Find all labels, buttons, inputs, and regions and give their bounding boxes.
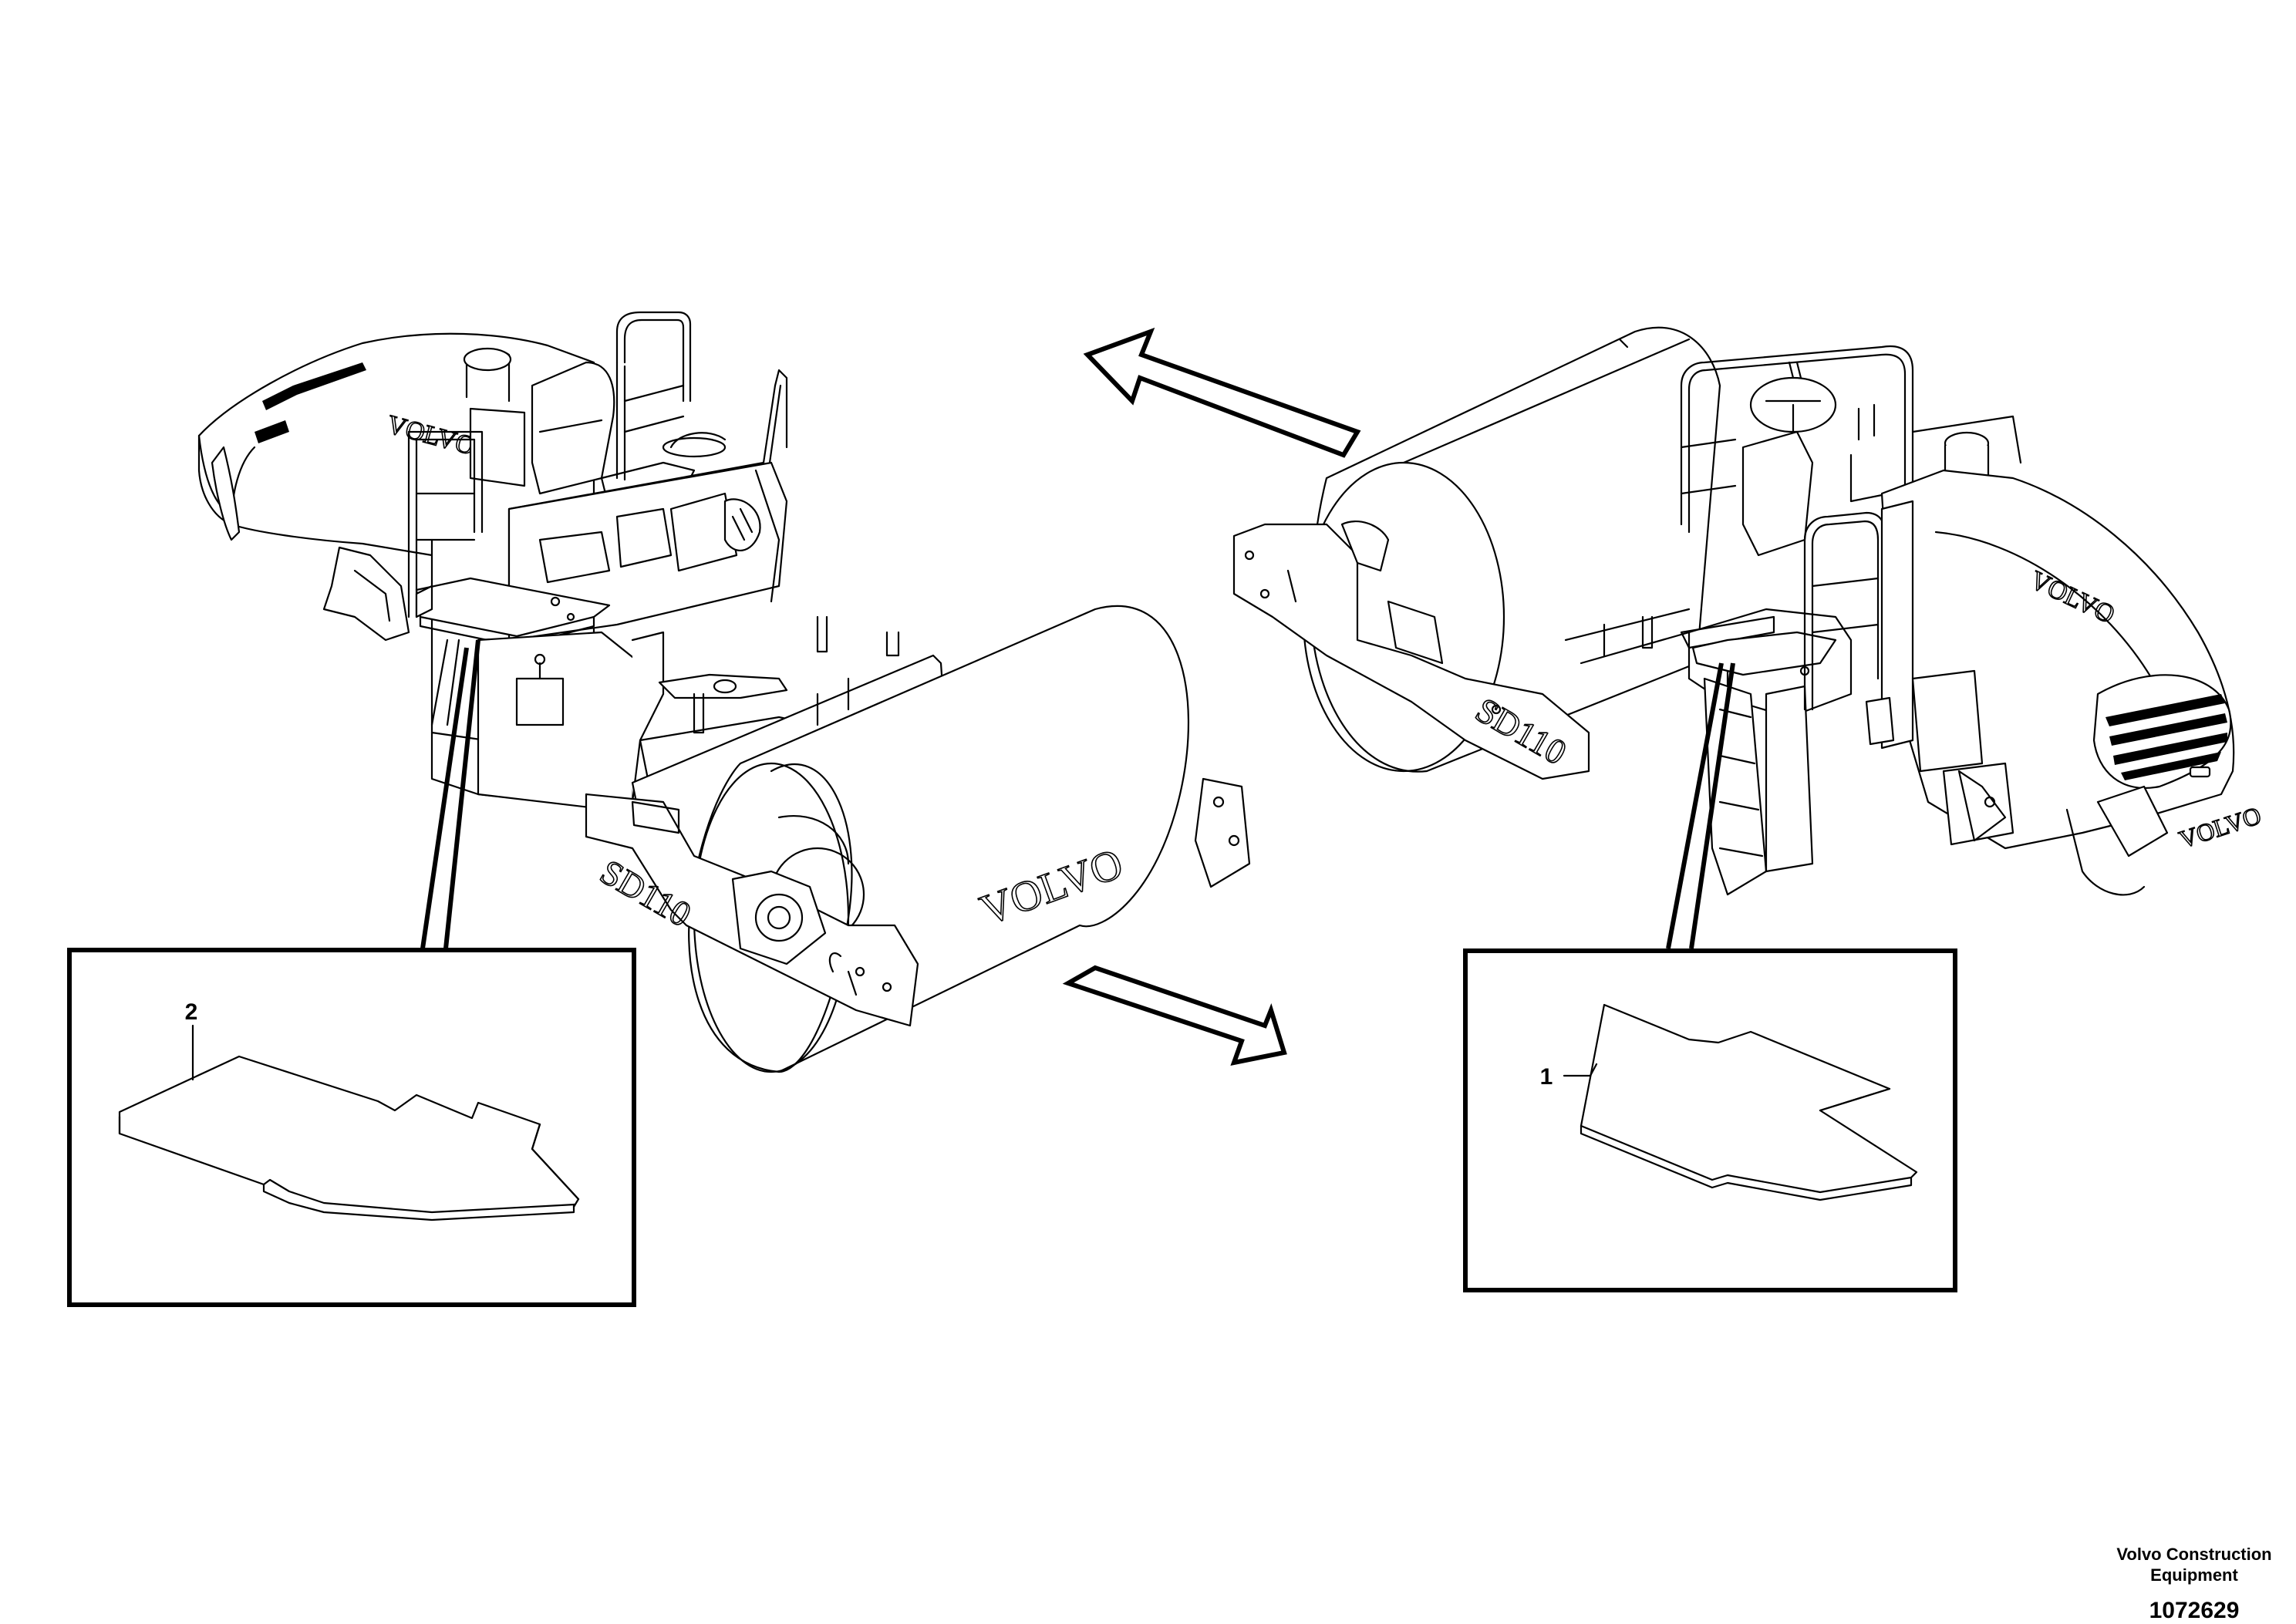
chassis-frame-left bbox=[430, 631, 665, 811]
chassis-frame-right bbox=[1865, 669, 2014, 846]
hood-grille-left bbox=[255, 362, 366, 443]
hood-front-emblem-right: VOLVO bbox=[2176, 801, 2264, 854]
air-filter-left bbox=[463, 347, 526, 487]
company-name: Volvo Construction Equipment bbox=[2116, 1545, 2272, 1585]
roller-right-view: SD110 bbox=[1232, 326, 2265, 896]
drum-motor-left bbox=[731, 870, 827, 965]
direction-arrow-up-left bbox=[1083, 327, 1361, 458]
direction-arrow-down-right bbox=[1062, 965, 1287, 1066]
detail-box-right bbox=[1463, 948, 1957, 1292]
roller-left-view: VOLVO bbox=[197, 311, 1251, 1073]
handrail-left-side bbox=[407, 430, 484, 618]
steering-wheel-right bbox=[1749, 361, 1837, 433]
callout-right: 1 bbox=[1463, 662, 1957, 1292]
drum-frame-right bbox=[1564, 608, 1691, 665]
operator-platform-left bbox=[507, 461, 788, 642]
detail-box-left bbox=[67, 948, 636, 1307]
floor-mat-left-detail bbox=[118, 1055, 580, 1221]
handrail-rear-right bbox=[1680, 345, 2022, 541]
floor-plate-right bbox=[1691, 631, 1837, 676]
document-number: 1072629 bbox=[2149, 1598, 2240, 1623]
callout-number-2: 2 bbox=[185, 999, 198, 1025]
callout-number-1: 1 bbox=[1540, 1064, 1553, 1090]
hood-grille-right bbox=[2106, 694, 2227, 780]
drum-end-bracket-left bbox=[1194, 777, 1251, 888]
callout-left: 2 bbox=[67, 639, 636, 1307]
floor-mat-right-detail bbox=[1580, 1003, 1918, 1201]
handrail-rear-left bbox=[615, 311, 692, 481]
floor-plate-left bbox=[415, 577, 611, 648]
